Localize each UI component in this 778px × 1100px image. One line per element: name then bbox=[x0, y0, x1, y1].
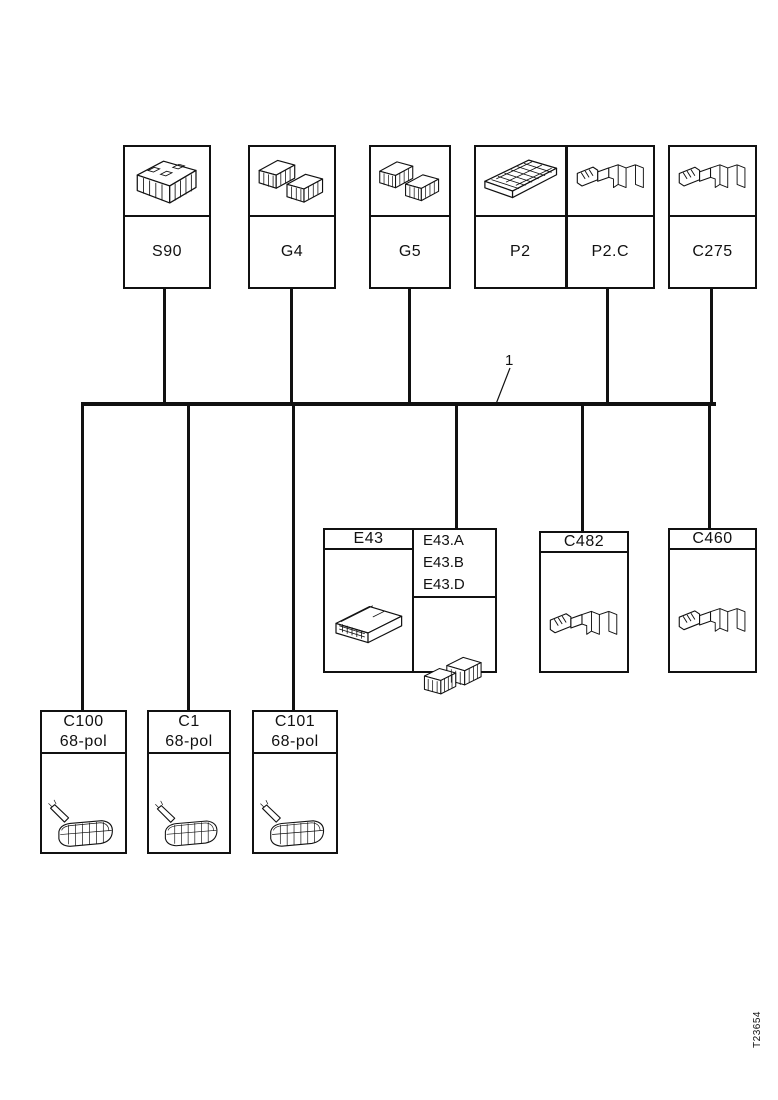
callout-leader-line bbox=[495, 367, 511, 405]
component-label-e43: E43 bbox=[353, 530, 384, 547]
connector-line-g4 bbox=[290, 289, 293, 402]
connector-line-c100 bbox=[81, 404, 84, 710]
component-label-c482: C482 bbox=[563, 533, 605, 550]
connector-line-s90 bbox=[163, 289, 166, 402]
connector-stack-icon bbox=[414, 596, 495, 748]
ecu-module-icon bbox=[325, 548, 412, 700]
sub-label-e43b: E43.B bbox=[423, 554, 464, 571]
component-label-c275: C275 bbox=[670, 215, 755, 287]
figure-plate-code: T23654 bbox=[752, 1011, 763, 1048]
pin-count-c1: 68-pol bbox=[165, 733, 213, 750]
connector-line-c482 bbox=[581, 404, 584, 531]
connector-pair-icon bbox=[250, 147, 334, 215]
component-label-c100: C100 bbox=[63, 713, 104, 730]
component-box-e43[interactable]: E43 E43.A E43.B E43.D bbox=[323, 528, 497, 673]
connector-line-c101 bbox=[292, 404, 295, 710]
contact-plate-icon bbox=[476, 147, 565, 215]
connector-line-c1 bbox=[187, 404, 190, 710]
component-label-p2[interactable]: P2 bbox=[476, 215, 565, 287]
component-label-s90: S90 bbox=[125, 215, 209, 287]
lever-connector-icon bbox=[149, 752, 229, 904]
component-box-c482[interactable]: C482 bbox=[539, 531, 629, 673]
component-box-g4[interactable]: G4 bbox=[248, 145, 336, 289]
sub-label-e43d: E43.D bbox=[423, 576, 465, 593]
relay-block-icon bbox=[125, 147, 209, 215]
pin-count-c101: 68-pol bbox=[271, 733, 319, 750]
connector-line-c275 bbox=[710, 289, 713, 402]
connector-line-g5 bbox=[408, 289, 411, 402]
component-box-s90[interactable]: S90 bbox=[123, 145, 211, 289]
component-box-p2-group: P2 P2.C bbox=[474, 145, 655, 289]
sub-label-e43a: E43.A bbox=[423, 532, 464, 549]
terminal-bracket-icon bbox=[564, 147, 654, 215]
lever-connector-icon bbox=[42, 752, 125, 904]
pin-count-c100: 68-pol bbox=[59, 733, 108, 750]
component-box-c100[interactable]: C100 68-pol bbox=[40, 710, 127, 854]
component-box-c275[interactable]: C275 bbox=[668, 145, 757, 289]
harness-bus-line bbox=[81, 402, 716, 406]
component-label-g4: G4 bbox=[250, 215, 334, 287]
component-box-c1[interactable]: C1 68-pol bbox=[147, 710, 231, 854]
component-box-c460[interactable]: C460 bbox=[668, 528, 757, 673]
harness-callout-number: 1 bbox=[505, 352, 514, 369]
component-label-p2c[interactable]: P2.C bbox=[564, 215, 653, 287]
component-box-c101[interactable]: C101 68-pol bbox=[252, 710, 338, 854]
connector-line-c460 bbox=[708, 404, 711, 528]
component-box-g5[interactable]: G5 bbox=[369, 145, 451, 289]
terminal-bracket-icon bbox=[670, 147, 755, 215]
connector-pair-icon bbox=[371, 147, 449, 215]
e43-sub-connector-labels: E43.A E43.B E43.D bbox=[414, 530, 495, 596]
connector-line-p2c bbox=[606, 289, 609, 402]
component-label-c101: C101 bbox=[274, 713, 316, 730]
component-label-c460: C460 bbox=[692, 530, 733, 547]
connector-line-e43 bbox=[455, 404, 458, 528]
lever-connector-icon bbox=[254, 752, 336, 904]
terminal-bracket-icon bbox=[670, 548, 755, 700]
component-label-g5: G5 bbox=[371, 215, 449, 287]
terminal-bracket-icon bbox=[541, 551, 627, 703]
component-label-c1: C1 bbox=[178, 713, 200, 730]
